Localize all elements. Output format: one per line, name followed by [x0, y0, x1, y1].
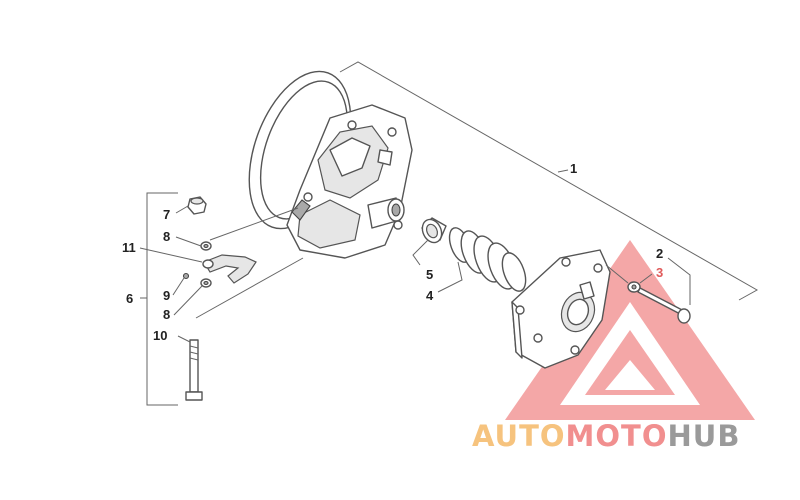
bolt-10 — [185, 339, 203, 401]
bushing-ring-5 — [421, 217, 447, 244]
watermark-moto: MOTO — [565, 419, 668, 453]
watermark-hub: HUB — [667, 419, 741, 453]
leader-8-top — [175, 236, 202, 247]
leader-1 — [557, 169, 569, 173]
weight-arm-11 — [202, 254, 257, 284]
washer-3 — [627, 281, 641, 293]
callout-4: 4 — [426, 288, 434, 303]
leader-9 — [172, 277, 185, 296]
leader-3-connector — [605, 264, 629, 284]
leader-8-bottom — [173, 285, 203, 316]
leader-3 — [639, 273, 653, 284]
clutch-spring-4 — [448, 227, 527, 292]
washer-8-top — [200, 241, 212, 251]
callout-2: 2 — [656, 246, 663, 261]
watermark-logo-icon — [505, 240, 755, 420]
callout-3: 3 — [656, 265, 663, 280]
watermark-wordmark: AUTOMOTOHUB — [472, 420, 740, 452]
washer-8-bottom — [200, 278, 212, 288]
callout-10: 10 — [153, 328, 167, 343]
leader-10 — [177, 335, 191, 343]
callout-8-top: 8 — [163, 229, 170, 244]
leader-4 — [437, 261, 463, 293]
callout-9: 9 — [163, 288, 170, 303]
group-bracket-6 — [146, 192, 178, 406]
callout-6: 6 — [126, 291, 133, 306]
callout-8-bottom: 8 — [163, 307, 170, 322]
assembly-line-upper — [209, 207, 299, 241]
nut-7 — [187, 196, 207, 215]
shaft-bushing — [367, 197, 405, 229]
watermark-auto: AUTO — [472, 419, 566, 453]
assembly-bracket-1 — [339, 61, 759, 301]
leader-5 — [412, 239, 429, 266]
callout-5: 5 — [426, 267, 433, 282]
callout-11: 11 — [122, 240, 136, 255]
pin-9 — [182, 272, 190, 280]
callout-1: 1 — [570, 161, 577, 176]
leader-2 — [667, 257, 691, 305]
assembly-line-lower — [195, 257, 304, 319]
leader-11 — [139, 247, 203, 263]
clutch-cover-plate — [511, 249, 611, 369]
leader-7 — [175, 205, 189, 214]
callout-7: 7 — [163, 207, 170, 222]
